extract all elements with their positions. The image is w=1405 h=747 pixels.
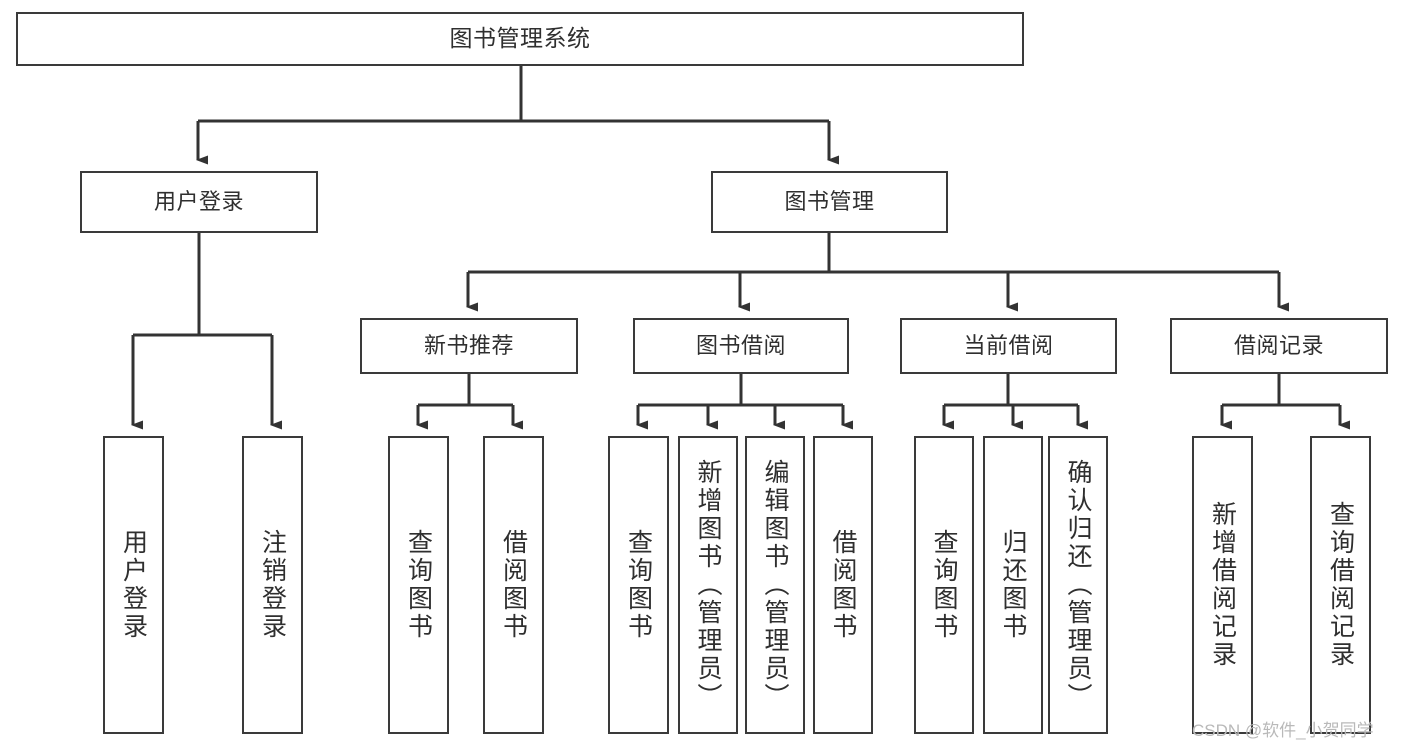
node-current-borrow-label: 当前借阅 — [963, 333, 1054, 359]
node-leaf-edit-book[interactable]: 编辑图书（管理员） — [745, 436, 805, 734]
node-leaf-query-book-3[interactable]: 查询图书 — [914, 436, 974, 734]
node-leaf-confirm-return[interactable]: 确认归还（管理员） — [1048, 436, 1108, 734]
node-leaf-add-record-label: 新增借阅记录 — [1208, 501, 1237, 669]
node-leaf-query-record-label: 查询借阅记录 — [1326, 501, 1355, 669]
node-leaf-borrow-book-1-label: 借阅图书 — [499, 529, 528, 641]
node-leaf-add-record[interactable]: 新增借阅记录 — [1192, 436, 1253, 734]
node-book-manage[interactable]: 图书管理 — [711, 171, 948, 233]
node-leaf-confirm-return-label: 确认归还（管理员） — [1064, 459, 1092, 711]
node-root[interactable]: 图书管理系统 — [16, 12, 1024, 66]
node-leaf-query-book-2-label: 查询图书 — [624, 529, 653, 641]
node-borrow-record[interactable]: 借阅记录 — [1170, 318, 1388, 374]
node-new-book-recommend[interactable]: 新书推荐 — [360, 318, 578, 374]
node-user-login[interactable]: 用户登录 — [80, 171, 318, 233]
node-leaf-user-login[interactable]: 用户登录 — [103, 436, 164, 734]
node-leaf-query-book-1[interactable]: 查询图书 — [388, 436, 449, 734]
node-leaf-user-login-label: 用户登录 — [119, 529, 148, 641]
node-leaf-return-book-label: 归还图书 — [999, 529, 1027, 641]
node-root-label: 图书管理系统 — [449, 25, 591, 52]
watermark: CSDN @软件_小贺同学 — [1192, 721, 1374, 740]
node-leaf-borrow-book-2-label: 借阅图书 — [829, 529, 857, 641]
node-book-manage-label: 图书管理 — [784, 189, 875, 215]
node-leaf-borrow-book-2[interactable]: 借阅图书 — [813, 436, 873, 734]
node-leaf-return-book[interactable]: 归还图书 — [983, 436, 1043, 734]
node-book-borrow-label: 图书借阅 — [695, 333, 786, 359]
node-leaf-user-logout-label: 注销登录 — [258, 529, 287, 641]
node-leaf-edit-book-label: 编辑图书（管理员） — [761, 459, 789, 711]
node-leaf-query-record[interactable]: 查询借阅记录 — [1310, 436, 1371, 734]
node-leaf-user-logout[interactable]: 注销登录 — [242, 436, 303, 734]
node-leaf-query-book-3-label: 查询图书 — [930, 529, 958, 641]
node-leaf-add-book[interactable]: 新增图书（管理员） — [678, 436, 738, 734]
node-current-borrow[interactable]: 当前借阅 — [900, 318, 1117, 374]
node-borrow-record-label: 借阅记录 — [1233, 333, 1324, 359]
node-leaf-query-book-2[interactable]: 查询图书 — [608, 436, 669, 734]
node-book-borrow[interactable]: 图书借阅 — [633, 318, 849, 374]
node-user-login-label: 用户登录 — [153, 189, 244, 215]
node-leaf-add-book-label: 新增图书（管理员） — [694, 459, 722, 711]
node-new-book-recommend-label: 新书推荐 — [423, 333, 514, 359]
node-leaf-query-book-1-label: 查询图书 — [404, 529, 433, 641]
node-leaf-borrow-book-1[interactable]: 借阅图书 — [483, 436, 544, 734]
